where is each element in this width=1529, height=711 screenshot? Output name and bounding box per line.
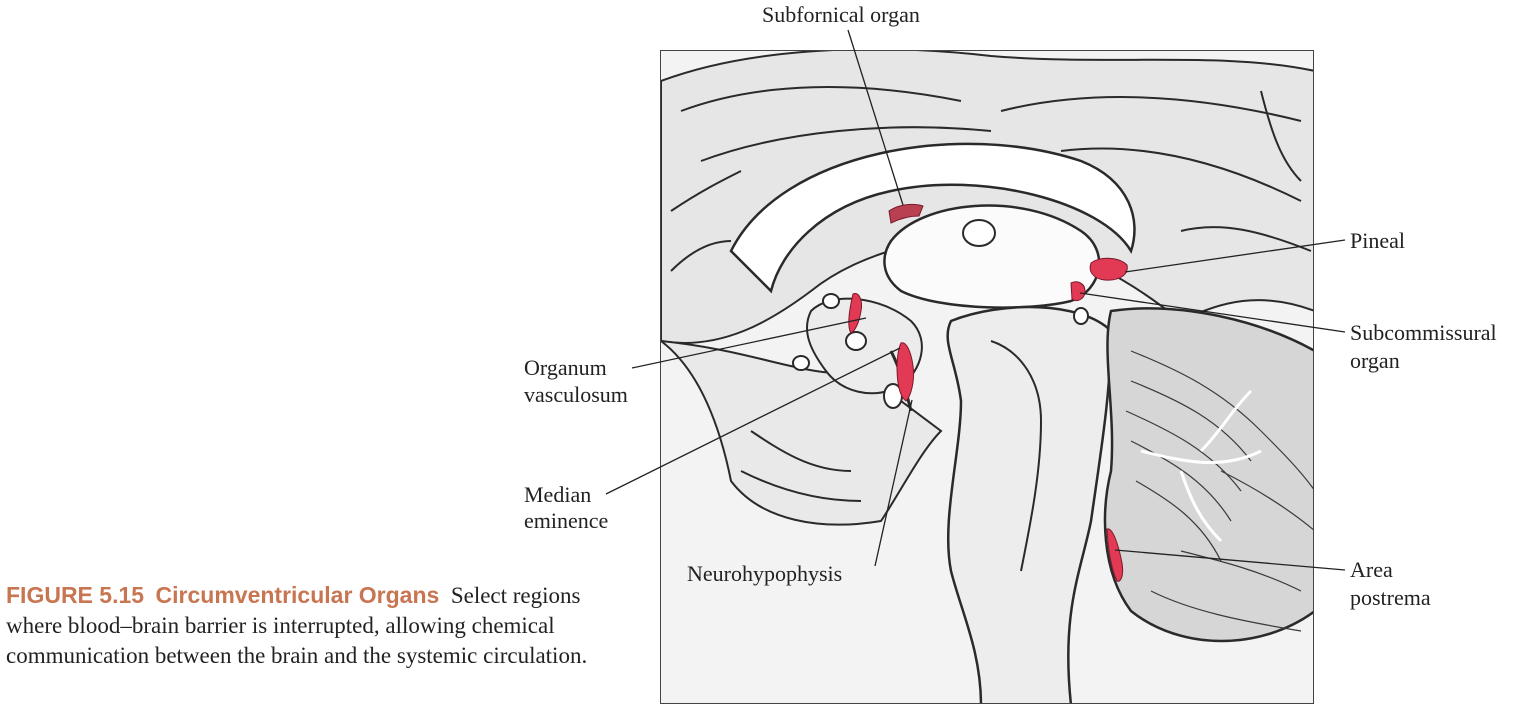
brain-illustration bbox=[660, 50, 1314, 704]
label-organum-line2: vasculosum bbox=[524, 382, 628, 407]
figure-title: Circumventricular Organs bbox=[155, 582, 440, 608]
figure-number: FIGURE 5.15 bbox=[6, 582, 145, 608]
label-neurohypophysis: Neurohypophysis bbox=[687, 561, 843, 586]
label-median-line2: eminence bbox=[524, 508, 609, 533]
label-subcommissural-line1: Subcommissural bbox=[1350, 320, 1497, 345]
label-area-line2: postrema bbox=[1350, 585, 1431, 610]
label-organum-line1: Organum bbox=[524, 355, 607, 380]
label-subcommissural-line2: organ bbox=[1350, 348, 1400, 373]
label-median-line1: Median bbox=[524, 482, 592, 507]
caption-text: Select regions where blood–brain barrier… bbox=[6, 583, 588, 668]
label-pineal: Pineal bbox=[1350, 228, 1405, 253]
figure-caption: FIGURE 5.15 Circumventricular Organs Sel… bbox=[6, 580, 606, 671]
label-area-line1: Area bbox=[1350, 557, 1393, 582]
brain-sagittal-drawing bbox=[661, 51, 1313, 703]
label-subfornical-organ: Subfornical organ bbox=[762, 2, 920, 27]
